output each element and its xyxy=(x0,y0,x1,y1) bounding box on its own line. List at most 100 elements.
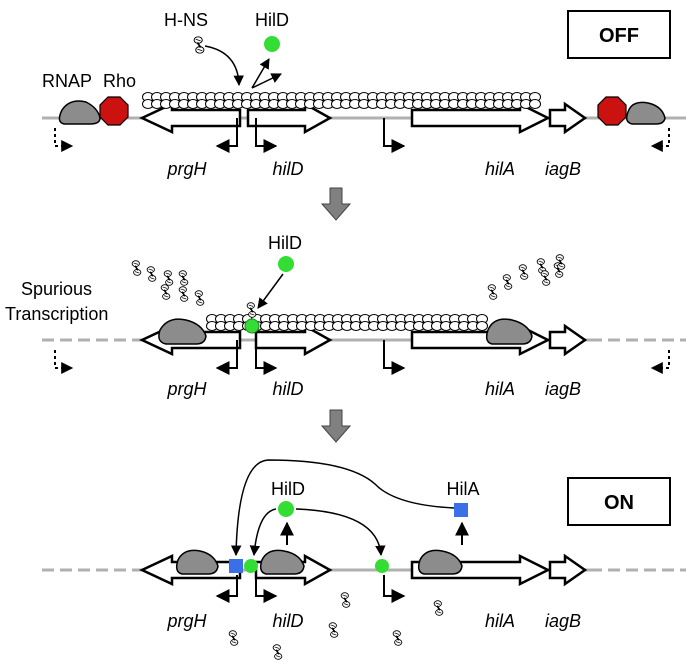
rnap-prgh-bottom xyxy=(175,549,219,575)
rnap-label: RNAP xyxy=(42,71,92,91)
hns-filament-middle xyxy=(206,314,488,331)
hild-displaced-arrow xyxy=(251,58,270,89)
gene-iagb-middle: iagB xyxy=(545,379,581,399)
hila-bound-icon-bottom xyxy=(229,559,243,573)
rnap-hild-bottom xyxy=(259,549,305,575)
hild-away-arrow xyxy=(251,73,282,89)
hila-label-bottom: HilA xyxy=(446,479,479,499)
rho-right-icon xyxy=(597,96,627,126)
hila-promoter-bottom xyxy=(383,575,406,603)
hild-label-bottom: HilD xyxy=(271,479,305,499)
hild-promoter-top xyxy=(255,118,278,153)
hns-protomer xyxy=(529,99,541,109)
hns-binding-arrow xyxy=(204,45,244,87)
hns-dimer-icon xyxy=(540,270,551,286)
hns-dimer-icon xyxy=(433,600,444,616)
hild-label-middle: HilD xyxy=(268,233,302,253)
rnap-right-icon xyxy=(625,101,666,125)
hns-dimer-icon xyxy=(340,592,351,608)
hns-dissociated-dimers-bottom xyxy=(228,592,444,660)
hild-autoregulation-arc xyxy=(249,508,277,557)
gene-hild-bottom: hilD xyxy=(272,611,303,631)
hila-free-icon-bottom xyxy=(454,503,468,517)
gene-hila-middle: hilA xyxy=(485,379,515,399)
rnap-spurious-left xyxy=(158,318,207,345)
hild-binding-arrow-middle xyxy=(257,273,284,309)
rho-label: Rho xyxy=(103,71,136,91)
hila-promoter-middle xyxy=(383,340,406,375)
hila-promoter-top xyxy=(383,118,406,153)
hild-free-icon-bottom xyxy=(278,501,294,517)
hns-dimer-icon xyxy=(194,290,205,306)
transition-arrow-2 xyxy=(320,409,352,443)
hila-to-prgh-arc xyxy=(230,459,455,557)
hns-dimer-icon xyxy=(228,630,239,646)
prgh-promoter-bottom xyxy=(215,575,238,603)
iagb-block-arrow-bottom xyxy=(548,553,588,587)
gene-hila-bottom: hilA xyxy=(485,611,515,631)
hns-dimer-icon xyxy=(131,260,142,276)
hild-block-arrow-middle xyxy=(254,323,333,357)
hild-block-arrow-top xyxy=(246,101,333,135)
gene-hila-top: hilA xyxy=(485,159,515,179)
spurious-promoter-right-top xyxy=(650,128,670,152)
hns-dimer-icon xyxy=(392,630,403,646)
hns-dimer-icon xyxy=(193,36,205,54)
hild-label-top: HilD xyxy=(255,10,289,30)
hild-to-hila-arc xyxy=(295,508,386,557)
panel-off: OFF H-NS HilD RNAP Rho prgH hilD hilA xyxy=(42,10,686,179)
hns-dimer-icon xyxy=(518,264,529,280)
hns-dissociated-dimers-middle xyxy=(131,254,566,318)
off-state-label: OFF xyxy=(599,25,639,47)
hild-bound-icon-middle xyxy=(244,318,260,334)
on-state-label: ON xyxy=(604,492,634,514)
iagb-block-arrow-top xyxy=(548,101,588,135)
prgh-promoter-top xyxy=(215,118,238,153)
hns-dimer-icon xyxy=(163,270,174,286)
hns-dimer-icon xyxy=(555,254,566,270)
hns-dimer-icon xyxy=(328,622,339,638)
hns-dimer-icon xyxy=(146,266,157,282)
hns-filament-top xyxy=(142,92,541,109)
rho-left-icon xyxy=(99,96,129,126)
gene-iagb-bottom: iagB xyxy=(545,611,581,631)
hild-free-icon-middle xyxy=(278,256,294,272)
panel-on: ON HilD HilA prgH hilD hilA iagB xyxy=(42,459,686,660)
hns-dimer-icon xyxy=(246,302,257,318)
iagb-block-arrow-middle xyxy=(548,323,588,357)
spurious-promoter-right-middle xyxy=(650,350,670,374)
gene-hild-top: hilD xyxy=(272,159,303,179)
panel-intermediate: HilD Spurious Transcription prgH hilD hi… xyxy=(5,233,686,399)
gene-prgh-bottom: prgH xyxy=(166,611,207,631)
hild-promoter-middle xyxy=(255,340,278,375)
hild-bound-hila-bottom xyxy=(375,559,389,573)
gene-iagb-top: iagB xyxy=(545,159,581,179)
hns-label: H-NS xyxy=(164,10,208,30)
hild-bound-prgh-bottom xyxy=(244,559,258,573)
hns-dimer-icon xyxy=(160,284,171,300)
gene-hild-middle: hilD xyxy=(272,379,303,399)
hns-dimer-icon xyxy=(178,286,189,302)
hila-block-arrow-top xyxy=(410,101,551,135)
rnap-spurious-right xyxy=(485,318,533,345)
rnap-left-icon xyxy=(58,100,101,125)
hns-dimer-icon xyxy=(487,284,498,300)
rnap-hila-bottom xyxy=(417,549,463,575)
gene-prgh-middle: prgH xyxy=(166,379,207,399)
hns-dimer-icon xyxy=(272,644,283,660)
on-state-box xyxy=(567,477,671,526)
off-state-box xyxy=(567,10,671,59)
prgh-promoter-middle xyxy=(215,340,238,375)
hns-dimer-icon xyxy=(502,274,513,290)
hild-free-icon xyxy=(264,36,280,52)
spurious-promoter-left-top xyxy=(54,128,74,152)
gene-prgh-top: prgH xyxy=(166,159,207,179)
transition-arrow-1 xyxy=(320,187,352,221)
hns-dimer-icon xyxy=(178,270,189,286)
spurious-label-line2: Transcription xyxy=(5,304,108,324)
spurious-label-line1: Spurious xyxy=(21,279,92,299)
spurious-promoter-left-middle xyxy=(54,350,74,374)
hns-protomer xyxy=(476,321,488,331)
hild-promoter-bottom xyxy=(255,575,278,603)
